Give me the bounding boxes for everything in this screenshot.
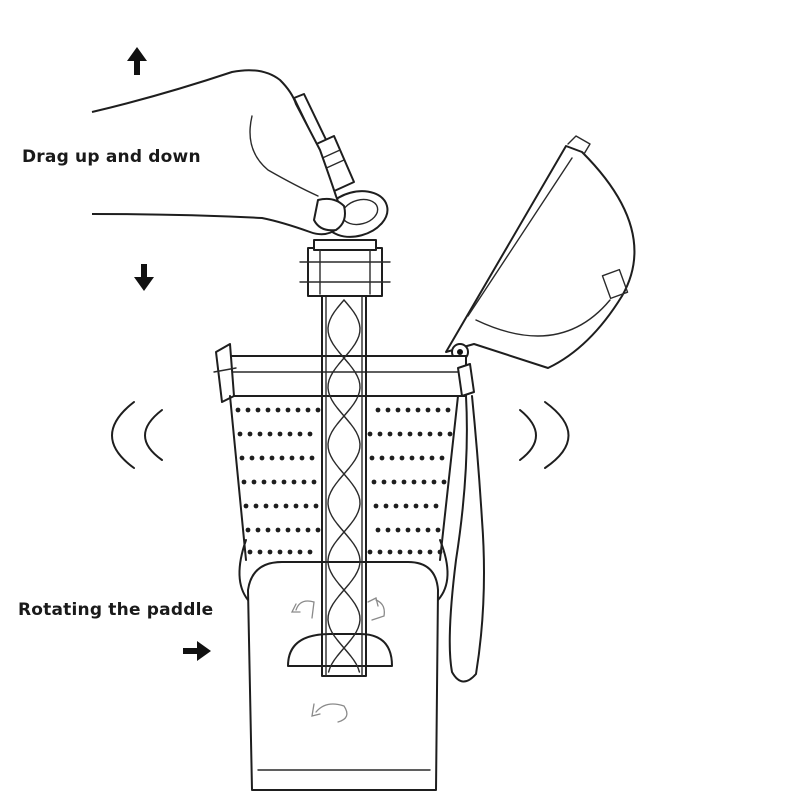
arrow-down-icon	[134, 264, 154, 291]
flip-lid	[445, 135, 636, 369]
arrow-right-icon	[183, 641, 211, 661]
wrist-strap	[448, 395, 485, 683]
rotate-instruction-label: Rotating the paddle	[18, 600, 214, 620]
vibration-arcs-icon	[111, 401, 570, 469]
drag-instruction-label: Drag up and down	[22, 147, 201, 167]
hand	[91, 69, 346, 236]
perforation-dots	[235, 407, 453, 555]
mixing-paddle	[321, 295, 367, 677]
arrow-up-icon	[127, 47, 147, 75]
paddle-handle	[299, 239, 391, 297]
bottle-body	[213, 343, 475, 791]
rotation-arrow-icon	[290, 597, 385, 723]
